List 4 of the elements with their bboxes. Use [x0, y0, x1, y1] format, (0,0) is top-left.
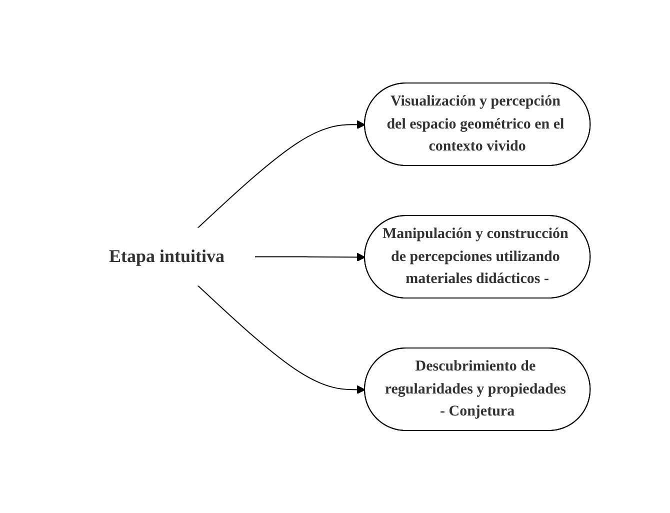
arrow [197, 284, 366, 394]
arrow [254, 252, 366, 262]
node-text: Etapa intuitiva [109, 246, 225, 266]
arrow [197, 120, 366, 228]
